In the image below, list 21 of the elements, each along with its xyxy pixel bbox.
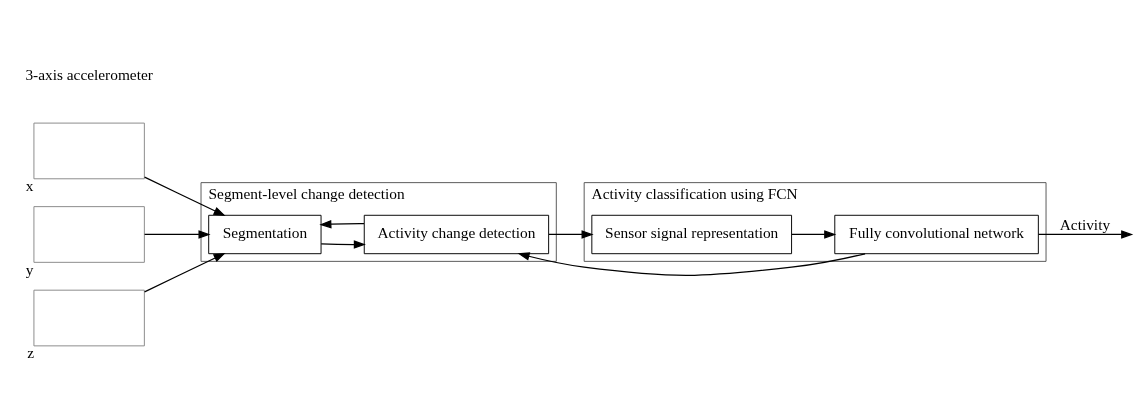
arrow xyxy=(1037,229,1134,239)
node-box xyxy=(33,122,145,179)
node-label: y xyxy=(25,260,34,278)
node-label: x xyxy=(25,176,34,194)
arrow xyxy=(320,239,366,249)
node-box: Activity change detection xyxy=(363,214,550,254)
edge-label: Activity xyxy=(1059,214,1111,232)
node-box: Sensor signal representation xyxy=(591,214,793,254)
label: 3-axis accelerometer xyxy=(25,65,153,83)
node-box xyxy=(33,289,145,346)
arrow xyxy=(144,176,226,216)
node-box xyxy=(33,205,145,263)
node-label: z xyxy=(27,343,34,361)
arrow xyxy=(548,229,594,239)
arrow xyxy=(144,252,226,292)
arrow xyxy=(319,219,365,228)
arrow xyxy=(791,229,837,239)
node-box: Fully convolutional network xyxy=(834,214,1039,254)
node-box: Segmentation xyxy=(208,214,322,254)
arrow xyxy=(517,251,866,276)
arrow xyxy=(144,229,211,239)
